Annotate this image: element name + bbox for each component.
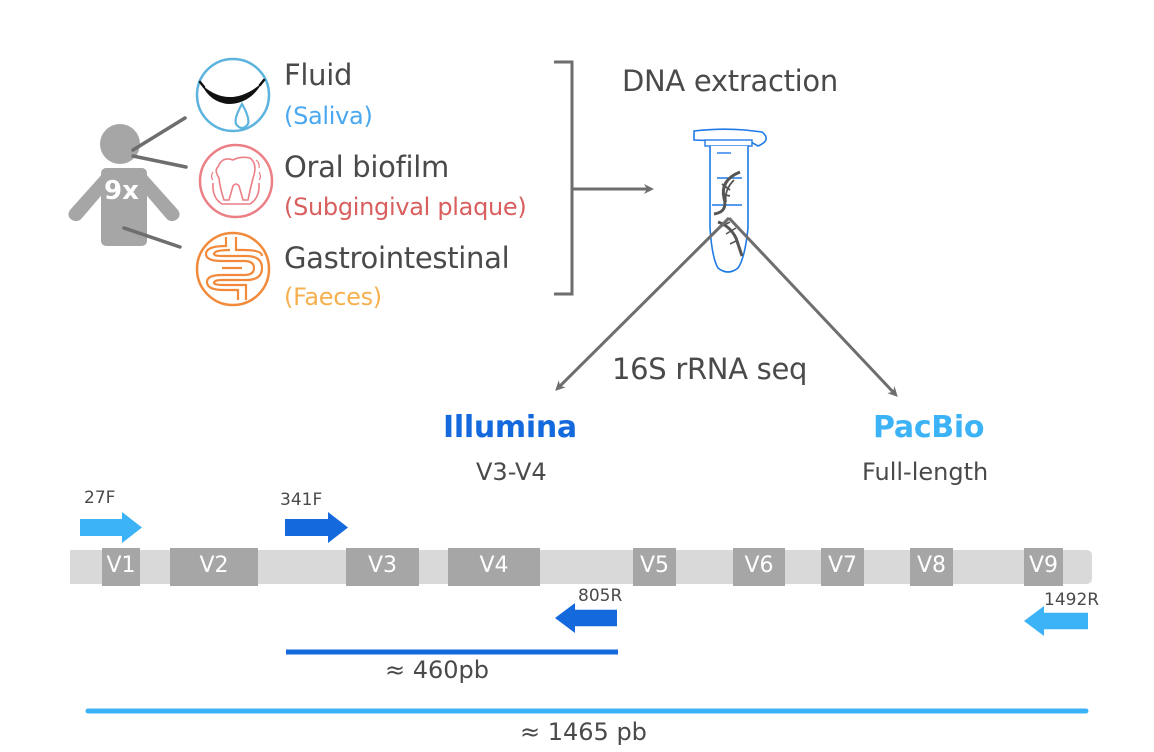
primer-805r-label: 805R xyxy=(578,586,623,606)
region-label-v8: V8 xyxy=(916,553,947,578)
sample-gi-detail: (Faeces) xyxy=(284,283,382,311)
dna-extraction-title: DNA extraction xyxy=(622,64,838,98)
region-label-v4: V4 xyxy=(479,553,509,578)
pacbio-label: PacBio xyxy=(873,410,985,445)
pacbio-amplicon-length: ≈ 1465 pb xyxy=(520,718,647,746)
region-label-v9: V9 xyxy=(1028,553,1059,578)
primer-341f-arrow xyxy=(285,512,348,543)
pacbio-region: Full-length xyxy=(862,458,989,486)
sample-gi-name: Gastrointestinal xyxy=(284,241,510,275)
samples-bracket xyxy=(554,60,654,296)
sample-oral-name: Oral biofilm xyxy=(284,150,449,184)
region-label-v5: V5 xyxy=(639,553,670,578)
region-v1 xyxy=(102,548,140,586)
region-v3 xyxy=(346,548,419,586)
illumina-region: V3-V4 xyxy=(476,458,547,486)
region-label-v1: V1 xyxy=(106,553,136,578)
region-v8 xyxy=(910,548,953,586)
region-label-v6: V6 xyxy=(744,553,774,578)
primer-1492r-arrow xyxy=(1024,606,1088,636)
primers xyxy=(80,512,1088,636)
tooth-icon xyxy=(198,143,274,219)
primer-1492r-label: 1492R xyxy=(1044,590,1100,610)
primer-27f-label: 27F xyxy=(84,488,116,508)
region-label-v2: V2 xyxy=(199,553,229,578)
region-v2 xyxy=(170,548,258,586)
region-v7 xyxy=(821,548,864,586)
sequencing-title: 16S rRNA seq xyxy=(612,352,808,386)
region-v4 xyxy=(448,548,540,586)
illumina-amplicon-length: ≈ 460pb xyxy=(385,656,490,684)
person-icon xyxy=(68,124,180,246)
sequencing-arrows xyxy=(555,216,898,397)
primer-341f-label: 341F xyxy=(280,490,323,510)
region-v6 xyxy=(733,548,785,586)
illumina-label: Illumina xyxy=(443,410,577,445)
region-v9 xyxy=(1024,548,1063,586)
primer-27f-arrow xyxy=(80,512,142,543)
person-sample-connectors xyxy=(122,116,188,249)
dna-tube-icon xyxy=(693,128,767,273)
saliva-mouth-icon xyxy=(195,57,271,133)
region-v5 xyxy=(633,548,676,586)
region-label-v3: V3 xyxy=(367,553,398,578)
region-label-v7: V7 xyxy=(827,553,858,578)
intestine-icon xyxy=(195,231,271,307)
primer-805r-arrow xyxy=(555,603,617,633)
participant-count: 9x xyxy=(104,176,139,206)
sample-fluid-name: Fluid xyxy=(284,58,353,92)
sample-fluid-detail: (Saliva) xyxy=(284,102,373,130)
variable-regions xyxy=(102,548,1063,586)
sample-oral-detail: (Subgingival plaque) xyxy=(284,193,527,221)
